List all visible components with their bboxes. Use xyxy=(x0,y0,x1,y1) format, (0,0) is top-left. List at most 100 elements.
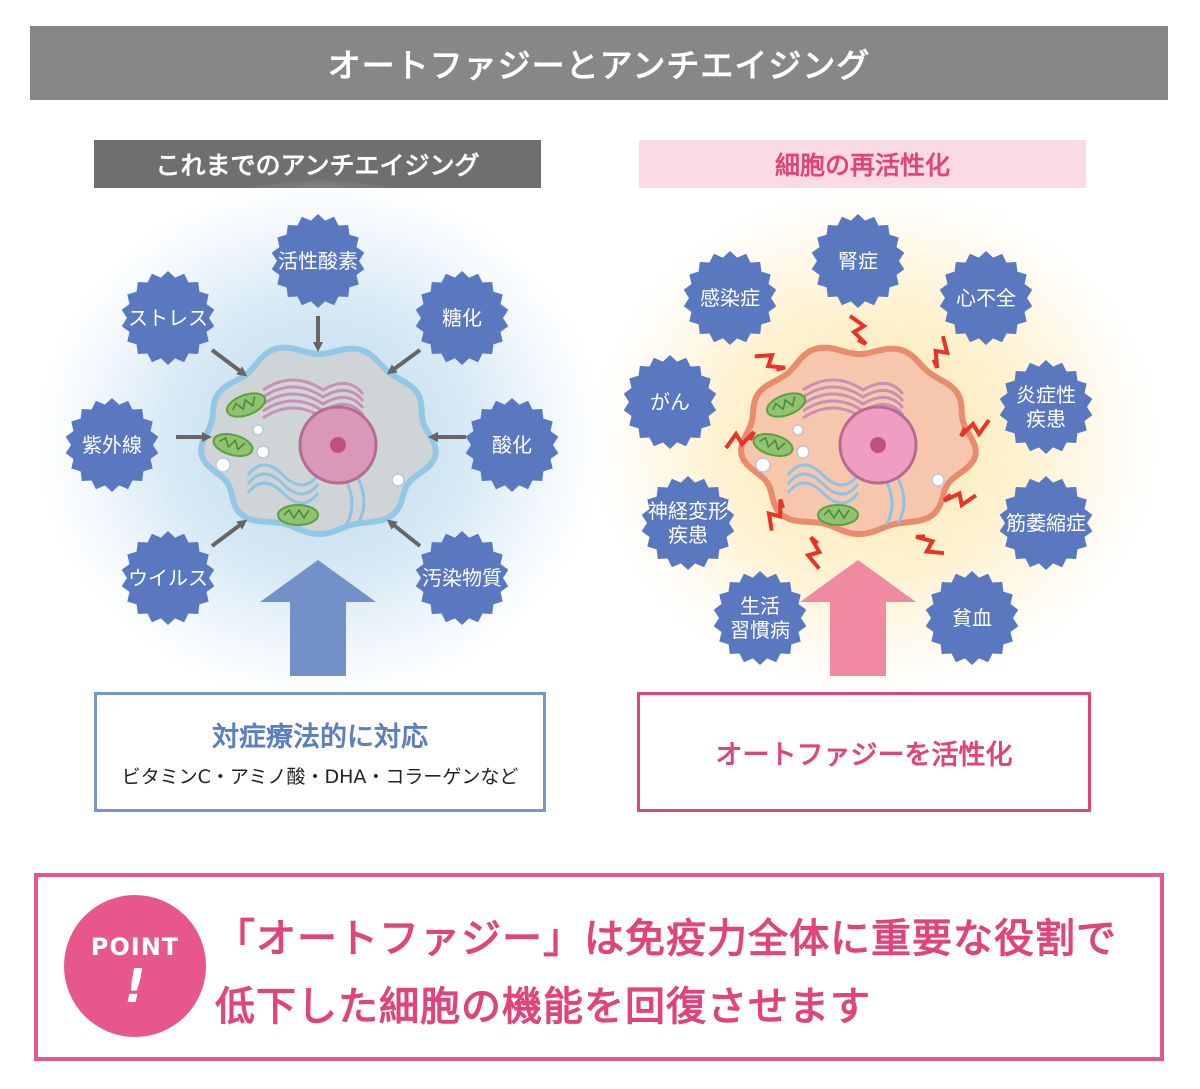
right-heading: 細胞の再活性化 xyxy=(639,140,1086,188)
disease-badge: 腎症 xyxy=(811,214,905,308)
lightning-bolt-icon xyxy=(942,490,978,509)
point-frame xyxy=(34,873,1164,1061)
badge-label: 生活 xyxy=(740,594,780,618)
golgi-icon xyxy=(802,385,905,402)
badge-label: 紫外線 xyxy=(82,433,142,457)
factor-arrow-icon xyxy=(386,348,422,375)
badge-shape xyxy=(65,398,159,492)
nucleolus-icon xyxy=(870,437,886,453)
left-up-arrow-icon xyxy=(260,560,376,676)
right-bolts xyxy=(724,314,991,570)
point-exclamation-icon: ! xyxy=(124,959,146,1013)
badge-shape xyxy=(925,571,1019,665)
factor-badge: 活性酸素 xyxy=(271,214,365,308)
left-box-subtitle: ビタミンC・アミノ酸・DHA・コラーゲンなど xyxy=(121,766,519,788)
vesicle-icon xyxy=(256,445,270,459)
er-icon xyxy=(246,481,320,505)
badge-label: 活性酸素 xyxy=(278,249,358,273)
factor-arrow-icon xyxy=(210,348,248,377)
badge-label: 炎症性 xyxy=(1016,383,1076,407)
right-cell xyxy=(737,344,979,538)
badge-shape xyxy=(121,271,215,365)
factor-badge: ウイルス xyxy=(121,531,215,625)
badge-label: 感染症 xyxy=(700,286,760,310)
er-icon xyxy=(786,481,860,505)
badge-label: 心不全 xyxy=(956,286,1016,310)
badge-label: 糖化 xyxy=(442,306,482,330)
left-box-title: 対症療法的に対応 xyxy=(212,722,428,753)
badge-shape xyxy=(811,214,905,308)
vesicle-icon xyxy=(215,457,231,473)
er-icon xyxy=(246,472,320,496)
factor-badge: 紫外線 xyxy=(65,398,159,492)
point-line-1: 「オートファジー」は免疫力全体に重要な役割で xyxy=(215,916,1117,962)
left-factor-arrows xyxy=(176,316,466,548)
lightning-bolt-icon xyxy=(959,418,991,438)
point-message: 「オートファジー」は免疫力全体に重要な役割で 低下した細胞の機能を回復させます xyxy=(215,905,1145,1041)
mitochondria-icon xyxy=(752,433,794,457)
mitochondria-icon xyxy=(765,392,807,418)
golgi-icon xyxy=(262,378,365,395)
badge-label: 疾患 xyxy=(668,523,708,547)
er-icon xyxy=(246,463,320,487)
vesicle-icon xyxy=(796,445,810,459)
badge-label: 筋萎縮症 xyxy=(1006,511,1086,535)
badge-shape xyxy=(121,531,215,625)
vesicle-icon xyxy=(792,424,804,436)
badge-shape xyxy=(999,360,1093,454)
badge-shape xyxy=(415,271,509,365)
disease-badge: がん xyxy=(623,355,717,449)
badge-shape xyxy=(939,251,1033,345)
mitochondria-icon xyxy=(817,504,859,526)
badge-label: 習慣病 xyxy=(730,618,790,642)
badge-label: 疾患 xyxy=(1026,407,1066,431)
badge-label: 汚染物質 xyxy=(422,566,502,590)
disease-badge: 貧血 xyxy=(925,571,1019,665)
badge-label: ストレス xyxy=(128,306,208,330)
point-badge: POINT ! xyxy=(64,895,206,1037)
badge-label: 貧血 xyxy=(952,606,992,630)
factor-badge: ストレス xyxy=(121,271,215,365)
badge-shape xyxy=(713,571,807,665)
badge-shape xyxy=(623,355,717,449)
lightning-bolt-icon xyxy=(915,534,945,556)
factor-badge: 汚染物質 xyxy=(415,531,509,625)
cell-illustrations xyxy=(197,344,979,538)
badge-shape xyxy=(683,251,777,345)
lightning-bolt-icon xyxy=(724,430,756,450)
badge-shape xyxy=(271,214,365,308)
badge-label: 腎症 xyxy=(838,249,878,273)
lightning-bolt-icon xyxy=(848,314,868,346)
badge-label: がん xyxy=(650,390,690,414)
nucleolus-icon xyxy=(330,437,346,453)
lightning-bolt-icon xyxy=(931,335,950,369)
disease-badge: 感染症 xyxy=(683,251,777,345)
big-up-arrows xyxy=(260,560,916,676)
badge-shape xyxy=(641,476,735,570)
factor-badge: 酸化 xyxy=(465,398,559,492)
disease-badge: 筋萎縮症 xyxy=(999,476,1093,570)
right-result-box: オートファジーを活性化 xyxy=(637,692,1091,812)
factor-arrow-icon xyxy=(210,519,248,548)
golgi-icon xyxy=(802,392,905,409)
right-box-title: オートファジーを活性化 xyxy=(715,739,1013,771)
badge-shape xyxy=(465,398,559,492)
factor-arrow-icon xyxy=(386,519,422,548)
vesicle-icon xyxy=(391,473,405,487)
er-icon xyxy=(884,477,906,526)
vesicle-icon xyxy=(252,424,264,436)
left-cell xyxy=(197,344,439,538)
lightning-bolt-icon xyxy=(766,498,785,531)
badge-label: 酸化 xyxy=(492,433,532,457)
mitochondria-icon xyxy=(277,504,319,526)
badge-label: ウイルス xyxy=(128,566,208,590)
right-up-arrow-icon xyxy=(800,560,916,676)
factor-badge: 糖化 xyxy=(415,271,509,365)
golgi-icon xyxy=(262,392,365,409)
point-line-2: 低下した細胞の機能を回復させます xyxy=(215,984,871,1030)
golgi-icon xyxy=(262,385,365,402)
